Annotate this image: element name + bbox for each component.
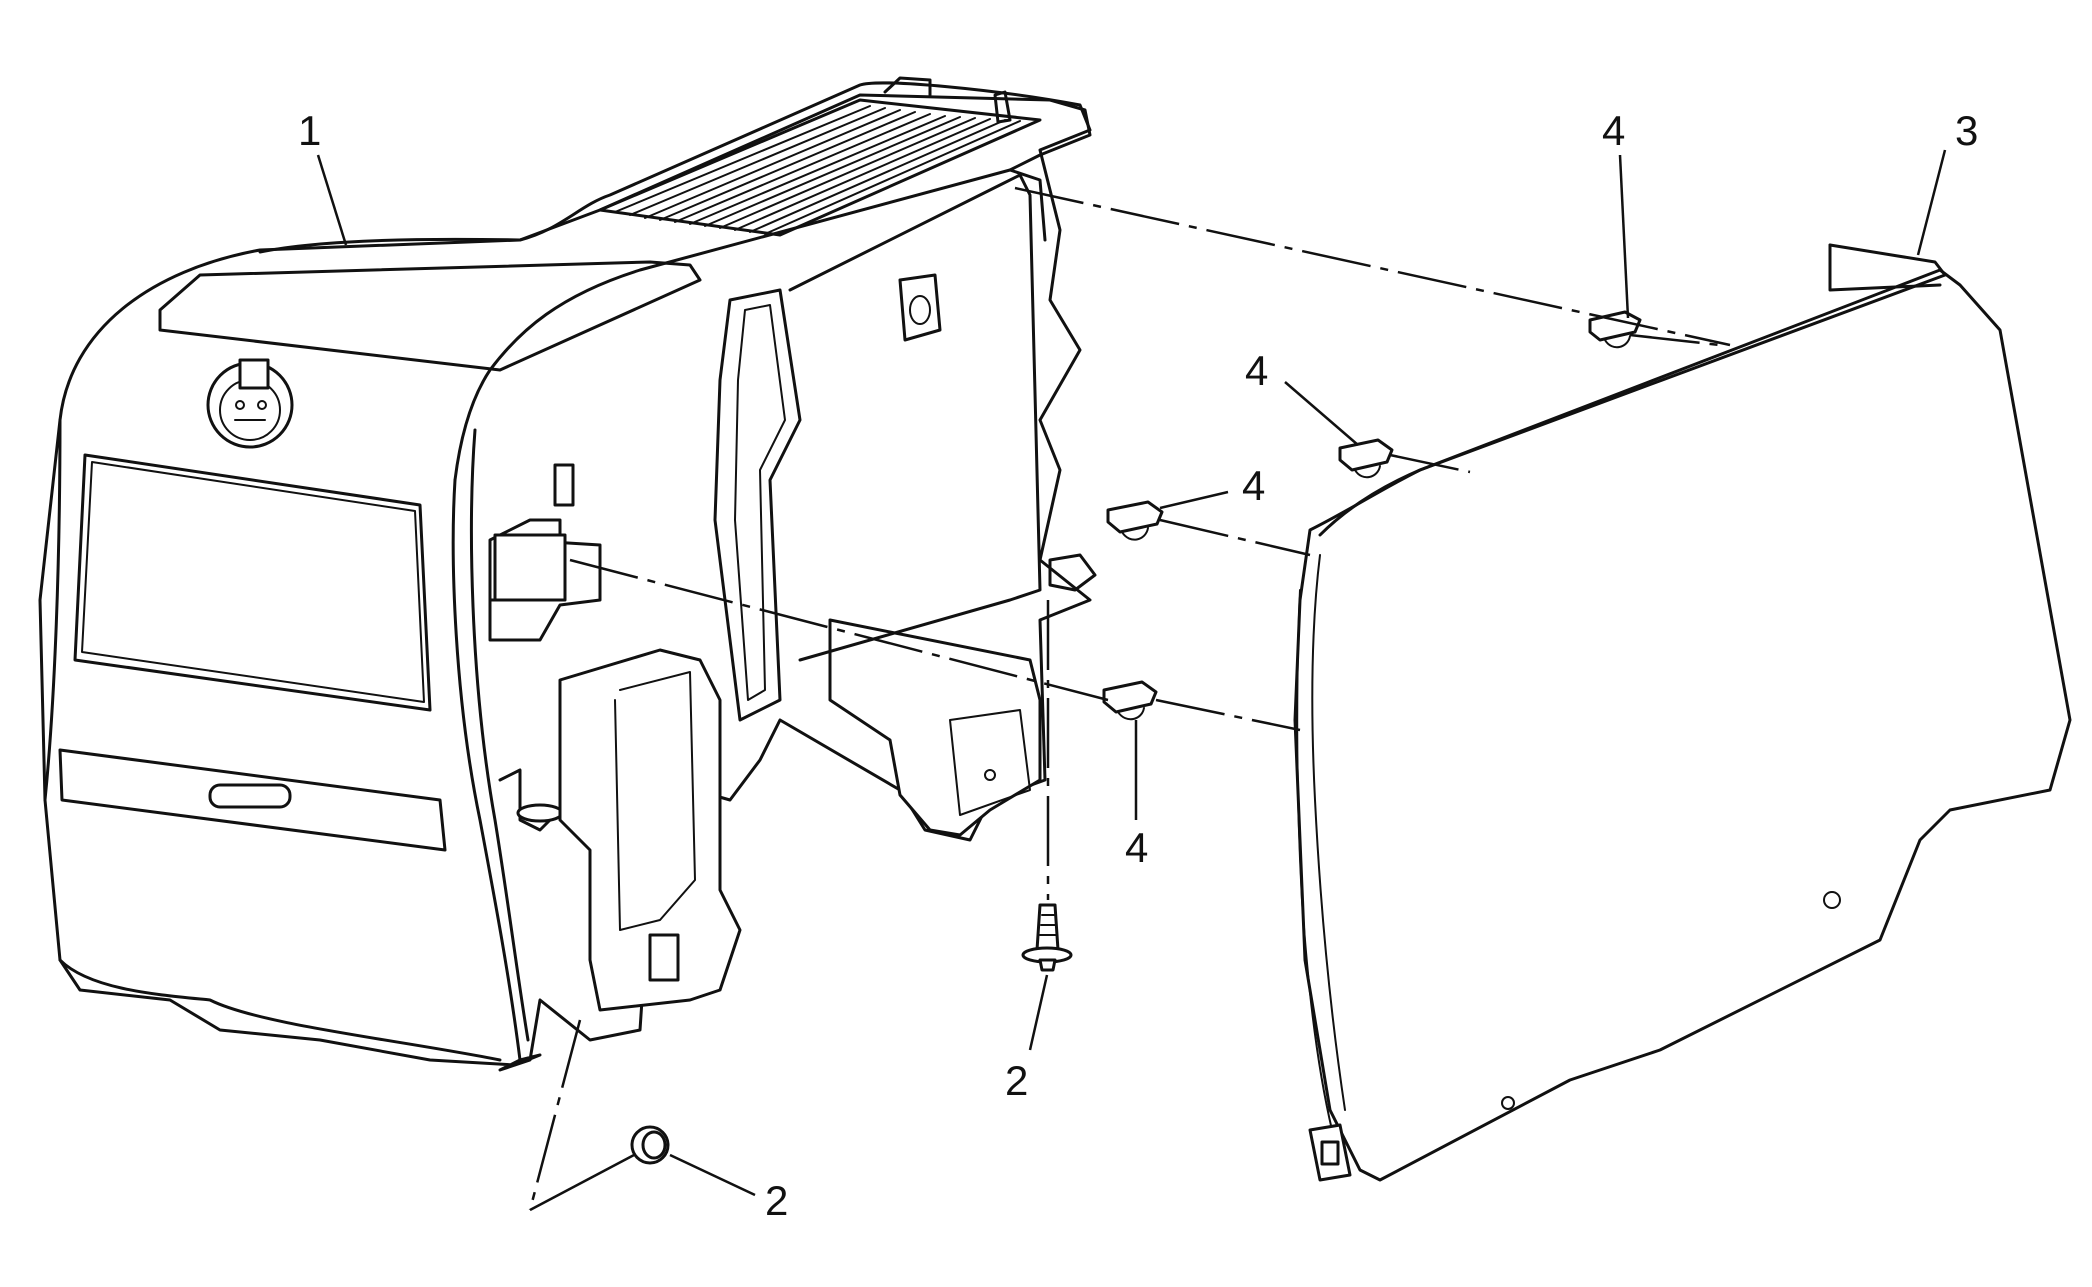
callout-4-lower: 4: [1125, 824, 1148, 871]
leader-lines: [316, 149, 1947, 1212]
interior-clip-left: [516, 803, 564, 823]
rear-display-panel: [73, 453, 432, 712]
upper-right-rail: [1008, 168, 1047, 242]
leader-4-upper-mid: [1284, 381, 1359, 446]
console-top-tab-left: [883, 76, 932, 97]
side-panel-edge-inner-2: [1296, 589, 1333, 1131]
callout-2-center-screw: 2: [1005, 1057, 1028, 1104]
side-trim-panel: [1293, 243, 2072, 1182]
callout-4-mid: 4: [1242, 462, 1265, 509]
console-grille-outline: [598, 98, 1042, 237]
side-connector-box: [493, 533, 567, 602]
console-front-edge: [43, 418, 62, 802]
alignment-line-lower: [569, 558, 1109, 702]
side-panel-top-edge: [1318, 243, 1947, 537]
console-assembly: [38, 76, 1097, 1072]
right-support-bracket-detail: [949, 709, 1031, 816]
console-top-surface: [258, 93, 1092, 482]
side-panel-top-lip: [1828, 243, 1942, 292]
callout-3-panel: 3: [1955, 107, 1978, 154]
interior-clip-slot: [898, 273, 942, 342]
alignment-line-mid: [1159, 518, 1311, 557]
console-top-tab-right: [993, 90, 1012, 124]
leader-2-center: [1028, 974, 1049, 1051]
retainer-clip-lower: [1102, 680, 1158, 721]
right-support-hole: [984, 769, 996, 781]
leader-2-lower-bracket: [529, 1153, 635, 1212]
center-mounting-post: [558, 648, 742, 1012]
retainer-clip-upper-mid: [1338, 438, 1394, 479]
callout-2-lower-screw: 2: [765, 1177, 788, 1224]
rear-display-panel-inner: [81, 461, 425, 703]
callout-labels: 1 2 2 3 4 4 4 4: [298, 107, 1978, 1224]
console-side-inner-edge: [470, 428, 530, 1042]
alignment-lines: [528, 186, 1731, 1211]
callout-4-upper-mid: 4: [1245, 347, 1268, 394]
center-post-lock: [648, 933, 680, 982]
retainer-clip-top: [1588, 310, 1642, 349]
screw-lower: [630, 1125, 670, 1165]
console-grille-lines: [614, 105, 1021, 235]
drawer-handle: [208, 783, 292, 809]
leader-2-lower: [669, 1153, 756, 1197]
side-panel-body: [1293, 268, 2072, 1182]
alignment-line-upper-mid: [1389, 453, 1471, 474]
leader-4-mid: [1159, 490, 1229, 510]
console-lid: [158, 260, 702, 372]
interior-slot-left: [553, 463, 575, 507]
power-outlet: [206, 358, 294, 449]
leader-4-top: [1618, 154, 1630, 319]
interior-channel: [713, 288, 802, 722]
callout-1-console: 1: [298, 107, 321, 154]
side-panel-foot-tab: [1320, 1140, 1340, 1166]
interior-channel-inner: [734, 304, 786, 701]
callout-4-top: 4: [1602, 107, 1625, 154]
retainer-clip-mid: [1106, 500, 1164, 541]
leader-1: [316, 154, 348, 246]
side-panel-hole-upper: [1823, 891, 1841, 909]
alignment-line-top: [1014, 186, 1731, 347]
inner-back-panel: [788, 173, 1042, 662]
side-panel-edge-inner: [1311, 554, 1346, 1111]
center-post-detail: [614, 671, 696, 931]
retainer-clips: [1102, 310, 1642, 721]
alignment-line-lower-screw: [528, 1019, 582, 1211]
leader-3: [1916, 149, 1947, 256]
console-bottom-edge: [58, 958, 502, 1062]
side-panel-hole-lower: [1501, 1096, 1515, 1110]
right-support-bracket: [828, 618, 1042, 837]
screw-center: [1021, 903, 1073, 972]
console-side-edge: [451, 478, 522, 1062]
interior-right-clip: [1048, 553, 1097, 592]
